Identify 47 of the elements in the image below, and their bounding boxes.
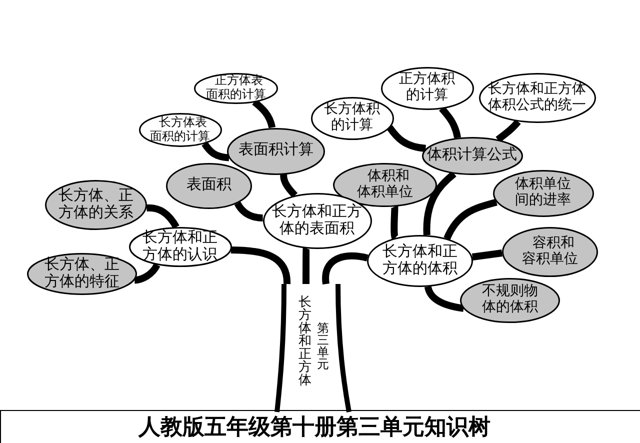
branch [472,250,502,260]
topic-label: 不规则物体的体积 [481,284,539,316]
topic-ellipse [128,227,232,267]
branch [439,106,462,138]
branch [146,204,180,229]
branch [302,248,310,284]
branch [390,206,398,240]
topic-label: 表面积计算 [238,142,314,160]
topic-label: 表面积 [186,177,232,195]
topic-label: 体积和体积单位 [356,168,414,202]
topic-ellipse [45,180,147,230]
topic-label: 体积单位间的进率 [514,176,572,210]
topic-ellipse [227,128,325,174]
topic-ellipse [310,96,394,140]
branch [423,171,456,236]
topic-label: 长方体表面积的计算 [149,116,211,144]
topic-ellipse [194,72,278,104]
topic-ellipse [27,253,137,295]
topic-label: 长方体和正方体的体积 [382,244,458,278]
branch [280,174,298,198]
topic-ellipse [460,278,560,322]
branch [202,142,230,162]
branch [496,119,521,142]
topic-label: 正方体积的计算 [398,72,456,104]
topic-ellipse [502,227,598,277]
topic-label: 长方体、正方体的关系 [58,188,134,222]
topic-label: 体积计算公式 [426,147,518,165]
topic-label: 长方体和正方体的表面积 [271,204,363,238]
trunk-label: 第三单元 [316,322,330,370]
branch [322,252,368,284]
topic-ellipse [367,235,473,287]
topic-label: 容积和容积单位 [521,236,579,268]
title-banner: 人教版五年级第十册第三单元知识树 [0,410,640,443]
topic-ellipse [492,170,594,216]
branch [134,263,160,284]
topic-ellipse [138,113,222,147]
branch [252,99,276,128]
topic-ellipse [478,73,596,123]
branch [386,125,426,152]
topic-label: 长方体和正方体体积公式的统一 [487,82,587,114]
branch [230,246,290,284]
topic-ellipse [422,137,522,175]
topic-label: 长方体积的计算 [323,102,381,134]
topic-ellipse [380,66,474,110]
branch [444,198,498,240]
trunk-label: 长方体和正方体 [298,295,312,386]
topic-ellipse [166,163,252,209]
